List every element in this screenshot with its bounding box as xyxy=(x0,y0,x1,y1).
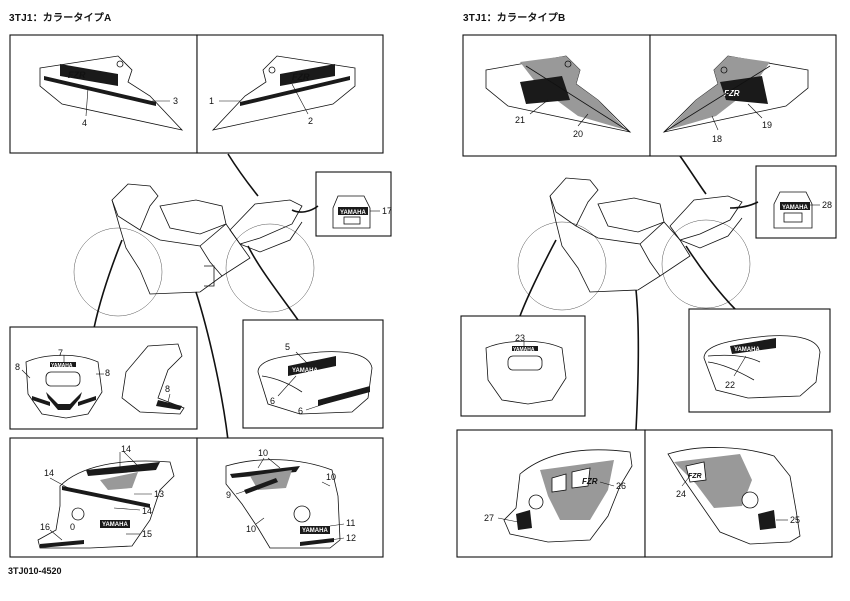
box-tail-left-a xyxy=(9,34,198,154)
callout-23: 23 xyxy=(515,333,525,343)
lower-fairing-right-b: FZR xyxy=(667,447,801,545)
callout-3: 3 xyxy=(173,96,178,106)
tail-cover-left-a: FZR xyxy=(39,55,184,131)
callout-8-right: 8 xyxy=(165,384,170,394)
lower-fairing-left-a: YAMAHA xyxy=(37,460,175,549)
box-front-cowl-a xyxy=(9,326,198,430)
callout-6-upper: 6 xyxy=(270,396,275,406)
tail-cover-right-a: FZR xyxy=(211,55,356,131)
callout-12: 12 xyxy=(346,533,356,543)
left-panel-title: 3TJ1：カラータイプA xyxy=(9,13,112,24)
box-fuel-tank-a xyxy=(242,319,384,429)
tail-cover-right-b: FZR xyxy=(662,55,809,133)
callout-10-top: 10 xyxy=(258,448,268,458)
callout-16: 16 xyxy=(40,522,50,532)
yamaha-decal-15: YAMAHA xyxy=(102,522,128,528)
callout-8-mid: 8 xyxy=(105,368,110,378)
callout-21: 21 xyxy=(515,115,525,125)
lower-fairing-right-a: YAMAHA xyxy=(225,459,341,549)
fzr-decal-text-a-left: FZR xyxy=(68,70,86,80)
yamaha-decal-17: YAMAHA xyxy=(340,210,366,216)
callout-11: 11 xyxy=(346,518,355,528)
callout-28: 28 xyxy=(822,200,832,210)
box-lower-fairing-right-a xyxy=(196,437,384,558)
callout-9: 9 xyxy=(226,490,231,500)
callout-14-left: 14 xyxy=(44,468,54,478)
callout-10-bottom: 10 xyxy=(246,524,256,534)
box-seat-cowl-a xyxy=(315,171,392,237)
callout-1: 1 xyxy=(209,96,214,106)
seat-cowl-b: YAMAHA xyxy=(773,191,813,229)
yamaha-decal-28: YAMAHA xyxy=(782,205,808,211)
fzr-decal-text-b-left: FZR xyxy=(582,477,598,486)
tail-cover-left-b xyxy=(485,55,632,133)
callout-10-right: 10 xyxy=(326,472,336,482)
callout-14-right: 14 xyxy=(142,506,152,516)
yamaha-decal-23: YAMAHA xyxy=(513,347,535,353)
motorcycle-outline-b xyxy=(517,177,751,311)
front-cowl-a: YAMAHA xyxy=(25,354,103,419)
callout-2: 2 xyxy=(308,116,313,126)
callout-20: 20 xyxy=(573,129,583,139)
callout-0: 0 xyxy=(70,522,75,532)
callout-7: 7 xyxy=(58,348,63,358)
callout-4: 4 xyxy=(82,118,87,128)
side-fairing-a xyxy=(121,343,185,415)
box-fuel-tank-b xyxy=(688,308,831,413)
callout-22: 22 xyxy=(725,380,735,390)
callout-18: 18 xyxy=(712,134,722,144)
callout-24: 24 xyxy=(676,489,686,499)
callout-14-top: 14 xyxy=(121,444,131,454)
yamaha-decal-5: YAMAHA xyxy=(292,368,318,374)
fuel-tank-a: YAMAHA xyxy=(257,351,373,415)
fzr-decal-text-b-right: FZR xyxy=(724,89,740,98)
yamaha-decal-11: YAMAHA xyxy=(302,528,328,534)
motorcycle-outline-a xyxy=(73,183,315,317)
callout-6-lower: 6 xyxy=(298,406,303,416)
front-cowl-b: YAMAHA xyxy=(485,340,567,405)
callout-8-left: 8 xyxy=(15,362,20,372)
yamaha-decal-7: YAMAHA xyxy=(51,363,73,369)
callout-5: 5 xyxy=(285,342,290,352)
callout-27: 27 xyxy=(484,513,494,523)
lower-fairing-left-b: FZR xyxy=(503,449,633,543)
fuel-tank-b: YAMAHA xyxy=(703,335,821,399)
seat-cowl-a: YAMAHA xyxy=(332,195,371,229)
type-a-diagram: FZR FZR 3 4 1 2 xyxy=(9,34,392,558)
callout-25: 25 xyxy=(790,515,800,525)
callout-19: 19 xyxy=(762,120,772,130)
callout-17: 17 xyxy=(382,206,392,216)
figure-code: 3TJ010-4520 xyxy=(8,566,62,576)
yamaha-decal-22: YAMAHA xyxy=(734,347,760,353)
fzr-decal-text-b-lower-right: FZR xyxy=(688,473,702,480)
type-b-diagram: 21 20 FZR 18 19 YA xyxy=(456,34,837,558)
right-panel-title: 3TJ1：カラータイプB xyxy=(463,13,566,24)
callout-26: 26 xyxy=(616,481,626,491)
callout-15: 15 xyxy=(142,529,152,539)
fzr-decal-text-a-right: FZR xyxy=(292,72,310,82)
callout-13: 13 xyxy=(154,489,164,499)
